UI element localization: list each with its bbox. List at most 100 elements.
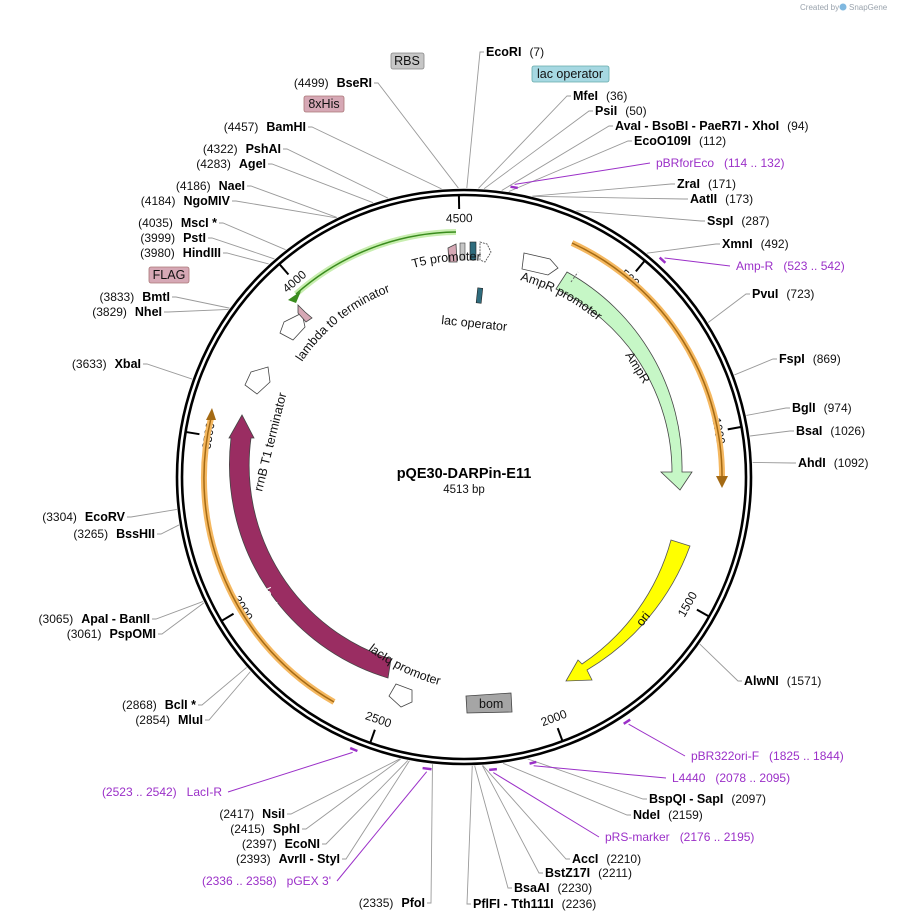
enzyme-leader bbox=[302, 758, 402, 830]
enzyme-position: (2210) bbox=[606, 852, 641, 866]
enzyme-site-label: (3633)XbaI bbox=[72, 357, 141, 371]
primer-range: (2176 .. 2195) bbox=[680, 830, 755, 844]
ampr-orf-arrowhead bbox=[716, 476, 728, 488]
enzyme-leader bbox=[198, 667, 247, 706]
backbone-outer-strand bbox=[175, 188, 753, 766]
lac-operator-mark-1 bbox=[469, 241, 477, 261]
enzyme-name: MfeI bbox=[573, 89, 598, 103]
enzyme-site-label: BsaI (1026) bbox=[796, 424, 865, 438]
enzyme-position: (4035) bbox=[138, 216, 173, 230]
primer-label: (2336 .. 2358)pGEX 3' bbox=[202, 874, 331, 888]
enzyme-leader bbox=[750, 430, 794, 437]
lambda-t0-terminator-label: lambda t0 terminator bbox=[293, 281, 392, 363]
ori-feature[interactable] bbox=[565, 539, 691, 682]
enzyme-site-label: (2393)AvrII - StyI bbox=[236, 852, 340, 866]
enzyme-name: ApaI - BanII bbox=[81, 612, 150, 626]
enzyme-leader bbox=[232, 200, 337, 219]
ring-tick-label-1500: 1500 bbox=[675, 589, 701, 619]
enzyme-name: MluI bbox=[178, 713, 203, 727]
lac-operator-label: lac operator bbox=[441, 313, 508, 334]
enzyme-position: (4186) bbox=[176, 179, 211, 193]
enzyme-leader bbox=[208, 237, 275, 260]
enzyme-leader bbox=[466, 51, 484, 189]
enzyme-name: EcoRI bbox=[486, 45, 521, 59]
enzyme-position: (287) bbox=[741, 214, 769, 228]
enzyme-site-label: (4035)MscI * bbox=[138, 216, 217, 230]
primer-site-mark bbox=[658, 256, 667, 264]
enzyme-leader bbox=[283, 148, 389, 199]
enzyme-position: (974) bbox=[824, 401, 852, 415]
flag-box bbox=[148, 266, 190, 284]
enzyme-site-label: (2868)BclI * bbox=[122, 698, 196, 712]
enzyme-site-label: AlwNI(1571) bbox=[744, 674, 821, 688]
ring-tick-1000 bbox=[727, 425, 742, 431]
primer-name: pBR322ori-F bbox=[691, 749, 759, 763]
enzyme-name: AatII bbox=[690, 192, 717, 206]
enzyme-site-label: EcoRI(7) bbox=[486, 45, 544, 59]
enzyme-leader-lines bbox=[127, 51, 796, 905]
enzyme-name: BseRI bbox=[337, 76, 372, 90]
ampr-orf-line bbox=[571, 242, 723, 483]
primer-name: pRS-marker bbox=[605, 830, 670, 844]
primer-leader bbox=[533, 765, 667, 779]
primer-site-mark bbox=[489, 767, 498, 772]
enzyme-leader bbox=[482, 765, 570, 860]
bom-feature[interactable] bbox=[465, 692, 513, 714]
laci-feature[interactable] bbox=[228, 414, 392, 679]
enzyme-site-label: AvaI - BsoBI - PaeR7I - XhoI(94) bbox=[615, 119, 809, 133]
ring-tick-label-2000: 2000 bbox=[539, 707, 569, 730]
enzyme-site-label: (4186)NaeI bbox=[176, 179, 245, 193]
primer-name: LacI-R bbox=[187, 785, 223, 799]
ring-tick-4000 bbox=[278, 263, 290, 276]
primer-range: (2523 .. 2542) bbox=[102, 785, 177, 799]
primer-site-mark bbox=[349, 746, 358, 753]
enzyme-leader bbox=[478, 95, 571, 189]
enzyme-leader bbox=[374, 82, 459, 189]
enzyme-position: (1026) bbox=[830, 424, 865, 438]
enzyme-name: EcoO109I bbox=[634, 134, 691, 148]
enzyme-leader bbox=[287, 758, 401, 815]
enzyme-position: (2335) bbox=[359, 896, 394, 910]
rrnb-t1-terminator-arrow bbox=[244, 366, 271, 395]
enzyme-name: PshAI bbox=[246, 142, 281, 156]
enzyme-position: (2097) bbox=[731, 792, 766, 806]
enzyme-leader bbox=[322, 760, 409, 845]
enzyme-name: BglI bbox=[792, 401, 816, 415]
enzyme-name: HindIII bbox=[183, 246, 221, 260]
enzyme-position: (3061) bbox=[67, 627, 102, 641]
enzyme-leader bbox=[746, 407, 790, 416]
enzyme-leader bbox=[646, 243, 720, 254]
ring-tick-500 bbox=[635, 259, 646, 272]
lambda-arrowhead bbox=[288, 291, 301, 303]
ampr-feature[interactable] bbox=[555, 271, 693, 491]
rbs-box-label: RBS bbox=[394, 54, 420, 68]
enzyme-position: (1571) bbox=[787, 674, 822, 688]
primer-range: (114 .. 132) bbox=[724, 156, 784, 170]
enzyme-site-label: AccI(2210) bbox=[572, 852, 641, 866]
enzyme-site-label: MfeI(36) bbox=[573, 89, 627, 103]
his-tag-box-label: 8xHis bbox=[308, 97, 339, 111]
ring-tick-3500 bbox=[185, 430, 200, 436]
enzyme-site-label: XmnI(492) bbox=[722, 237, 789, 251]
enzyme-site-label: BsaAI(2230) bbox=[514, 881, 592, 895]
enzyme-name: EcoNI bbox=[285, 837, 320, 851]
enzyme-name: NheI bbox=[135, 305, 162, 319]
enzyme-position: (723) bbox=[786, 287, 814, 301]
enzyme-position: (2854) bbox=[135, 713, 170, 727]
enzyme-site-label: BglI (974) bbox=[792, 401, 852, 415]
enzyme-leader bbox=[205, 671, 251, 721]
enzyme-site-label: AhdI(1092) bbox=[798, 456, 868, 470]
ampr-promoter-arrow bbox=[521, 252, 559, 276]
plasmid-name: pQE30-DARPin-E11 bbox=[397, 466, 532, 482]
enzyme-leader bbox=[143, 363, 193, 380]
enzyme-name: NgoMIV bbox=[183, 194, 230, 208]
enzyme-position: (2236) bbox=[562, 897, 597, 911]
enzyme-site-label: PvuI(723) bbox=[752, 287, 814, 301]
enzyme-position: (94) bbox=[787, 119, 808, 133]
enzyme-name: BsaI bbox=[796, 424, 822, 438]
enzyme-position: (3980) bbox=[140, 246, 175, 260]
plasmid-size: 4513 bp bbox=[443, 484, 485, 496]
enzyme-position: (4184) bbox=[141, 194, 176, 208]
created-by-label: Created by bbox=[800, 3, 839, 12]
primer-name: pGEX 3' bbox=[287, 874, 331, 888]
